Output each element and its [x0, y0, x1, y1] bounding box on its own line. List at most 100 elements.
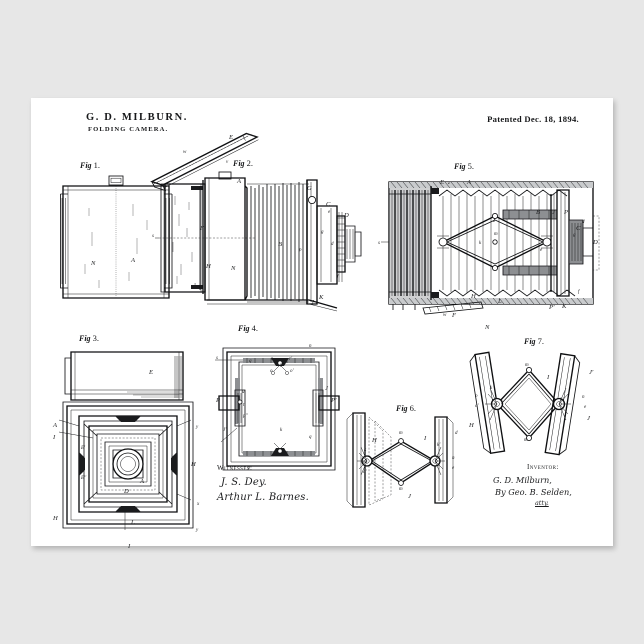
fig1-prefix: Fig [80, 161, 92, 170]
fig3-label-D: D [124, 488, 129, 495]
fig5-label-f: f [578, 290, 580, 295]
fig7-label-m-top: m [525, 363, 529, 368]
fig1-drawing [60, 175, 173, 299]
patent-poster-sheet: G. D. MILBURN. FOLDING CAMERA. Patented … [31, 98, 613, 550]
fig5-label-e: e [540, 248, 543, 253]
fig3-label-x: x [197, 502, 200, 507]
fig2-label-D: D [344, 212, 349, 219]
fig4-label-t: t [243, 403, 245, 408]
fig5-label-Pp: P' [549, 304, 555, 311]
fig4-label-k-top: k [280, 364, 283, 369]
fig6-label-k: k [364, 448, 367, 453]
fig3-prefix: Fig [79, 334, 91, 343]
fig2-label-H: H [206, 263, 211, 270]
fig6-label-oprime: o' [363, 470, 367, 475]
fig4-label-o: o [270, 369, 273, 374]
inventor-heading: Inventor: [527, 463, 559, 471]
fig5-label-z: z [448, 181, 450, 186]
fig3-drawing [58, 351, 194, 530]
fig7-label-oprime: o' [475, 404, 479, 409]
fig5-label-I: I [493, 217, 496, 224]
fig3-number: 3. [92, 333, 99, 343]
inventor-signature: G. D. Milburn, [493, 475, 552, 485]
fig2-label-C: C [326, 201, 331, 208]
inventor-attorney-line: By Geo. B. Selden, [495, 487, 572, 497]
fig5-label-d: d [582, 220, 585, 225]
patent-header-left: G. D. MILBURN. FOLDING CAMERA. [86, 112, 188, 133]
fig7-label-Jprime: J' [589, 369, 594, 376]
witnesses-heading: Witnesses: [217, 464, 253, 472]
fig7-label-H: H [469, 422, 474, 429]
fig7-label-n: n [582, 395, 585, 400]
fig6-prefix: Fig [396, 404, 408, 413]
fig5-label-B: B [536, 209, 541, 216]
fig6-label-J: J [408, 493, 411, 500]
fig5-number: 5. [467, 161, 474, 171]
fig3-label-Eprime: E' [81, 446, 86, 451]
fig4-number: 4. [251, 323, 258, 333]
fig4-label-J-right: J [325, 385, 328, 392]
fig4-label-pdd: p'' [243, 414, 248, 419]
fig2-label-A: A [237, 178, 242, 185]
fig3-label-Edprime: E'' [81, 476, 87, 481]
fig6-label-n: n [452, 456, 455, 461]
fig7-label-J: J [587, 415, 590, 422]
fig4-label-u: u [242, 390, 245, 395]
fig5-label-g: g [573, 233, 576, 238]
fig6-drawing [346, 412, 454, 508]
fig7-label-k: k [490, 386, 493, 391]
fig4-label-oprime: o' [290, 369, 294, 374]
inventor-name-heading: G. D. MILBURN. [86, 112, 189, 123]
fig5-prefix: Fig [454, 162, 466, 171]
fig4-caption: Fig 4. [238, 323, 258, 333]
fig5-label-E: E [440, 179, 445, 186]
fig3-label-I-left: I [53, 434, 56, 441]
fig1-label-N: N [91, 260, 96, 267]
fig5-label-J: J [552, 209, 555, 216]
fig6-label-o: o [363, 460, 366, 465]
fig2-label-B: B [278, 241, 283, 248]
fig7-label-o: o [475, 394, 478, 399]
patent-date: Patented Dec. 18, 1894. [487, 114, 579, 124]
witness-signature-2: Arthur L. Barnes. [217, 492, 310, 503]
fig2-label-F: F [200, 225, 205, 232]
fig5-label-A: A [467, 179, 472, 186]
fig5-label-F: F [452, 312, 457, 319]
witness-signature-1: J. S. Dey. [221, 477, 267, 488]
fig1-number: 1. [93, 160, 100, 170]
fig7-label-m-bottom: m [524, 438, 528, 443]
fig5-label-P: P [564, 209, 569, 216]
fig3-label-A: A [140, 478, 145, 485]
fig5-label-w: w [443, 313, 447, 318]
fig3-label-A-left: A [53, 422, 58, 429]
fig4-label-P: P [216, 397, 221, 404]
fig2-label-w: w [183, 150, 187, 155]
fig2-lid-drawing [150, 132, 259, 192]
fig2-caption: Fig 2. [233, 158, 253, 168]
fig6-label-H: H [372, 437, 377, 444]
fig2-body-drawing [155, 171, 362, 312]
fig2-label-K: K [319, 294, 324, 301]
fig2-label-E: E [229, 134, 234, 141]
inventor-attorney-label: atty. [535, 499, 549, 507]
fig4-label-n: n [309, 344, 312, 349]
fig6-label-kprime: k' [437, 443, 441, 448]
fig2-label-p: p [299, 248, 302, 253]
fig4-label-q-bottom: q [309, 435, 312, 440]
fig2-label-d: d [331, 242, 334, 247]
fig5-label-D: D [593, 239, 598, 246]
inventor-block: Inventor: G. D. Milburn, By Geo. B. Seld… [493, 463, 572, 507]
fig5-label-C: C [576, 225, 581, 232]
fig5-label-K: K [562, 303, 567, 310]
fig6-label-I: I [424, 435, 427, 442]
fig4-prefix: Fig [238, 324, 250, 333]
fig6-label-m-top: m [399, 431, 403, 436]
fig4-label-q-top: q [249, 359, 252, 364]
fig2-label-e: e [328, 210, 331, 215]
fig3-label-y-top: y [196, 425, 199, 430]
fig7-caption: Fig 7. [524, 336, 544, 346]
fig2-label-J: J [311, 299, 314, 306]
fig7-label-I: I [547, 374, 550, 381]
fig5-label-H: H [471, 293, 476, 300]
